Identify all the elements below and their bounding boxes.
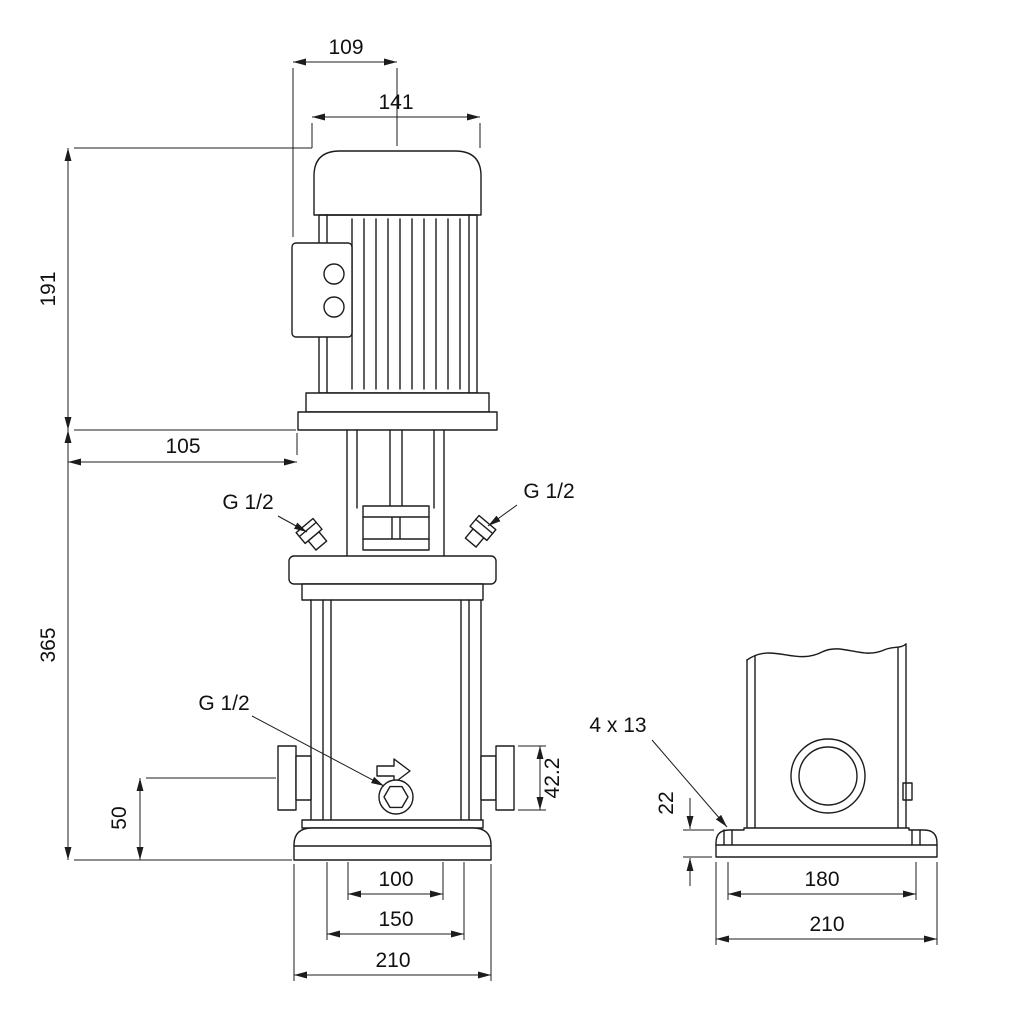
suction-port (277, 745, 312, 811)
dim-141-label: 141 (378, 91, 413, 114)
drain-port-label: G 1/2 (198, 692, 249, 715)
port-right-label: G 1/2 (523, 480, 574, 503)
base-ring (301, 819, 484, 829)
side-port (790, 738, 866, 814)
dim-365-label: 365 (37, 627, 60, 662)
port-left-label: G 1/2 (222, 491, 273, 514)
dim-191-label: 191 (37, 271, 60, 306)
dim-105-label: 105 (165, 435, 200, 458)
dim-22-label: 22 (655, 791, 678, 814)
leader-port-right (487, 504, 518, 527)
leader-bolt-holes (651, 739, 728, 828)
flow-arrow-icon (376, 758, 411, 784)
bolt-holes-label: 4 x 13 (589, 714, 646, 737)
side-clip (902, 782, 913, 801)
cable-entry-bottom (323, 296, 345, 318)
base-plate-side (715, 827, 938, 858)
motor-fan-cover (313, 150, 482, 216)
dimension-labels: 109 141 191 105 365 50 42.2 100 150 210 … (37, 36, 845, 972)
side-chamber (746, 643, 913, 829)
cable-entry-top (323, 263, 345, 285)
dim-50-label: 50 (108, 806, 131, 829)
dim-210-side-label: 210 (809, 913, 844, 936)
vent-plug-right (464, 514, 497, 548)
pump-column (301, 599, 484, 829)
dim-150-label: 150 (378, 908, 413, 931)
coupling-lantern (346, 429, 445, 557)
dim-100-label: 100 (378, 868, 413, 891)
motor-flange (297, 392, 498, 431)
shaft-coupling (362, 505, 430, 551)
discharge-port (480, 745, 515, 811)
pump-head (288, 555, 497, 601)
side-view (715, 643, 938, 858)
vent-plug-left (295, 517, 328, 551)
drain-plug (378, 779, 414, 815)
extension-lines (74, 68, 938, 981)
leader-drain (251, 715, 385, 787)
leader-port-left (277, 515, 308, 533)
break-line (746, 643, 907, 661)
terminal-box (291, 242, 353, 338)
bolt-holes (723, 829, 921, 846)
dim-210-front-label: 210 (375, 949, 410, 972)
front-view (277, 150, 515, 861)
dim-109-label: 109 (328, 36, 363, 59)
dimension-lines (64, 58, 938, 981)
dim-180-label: 180 (804, 868, 839, 891)
base-plate-front (293, 827, 492, 861)
dim-42-2-label: 42.2 (541, 758, 564, 799)
